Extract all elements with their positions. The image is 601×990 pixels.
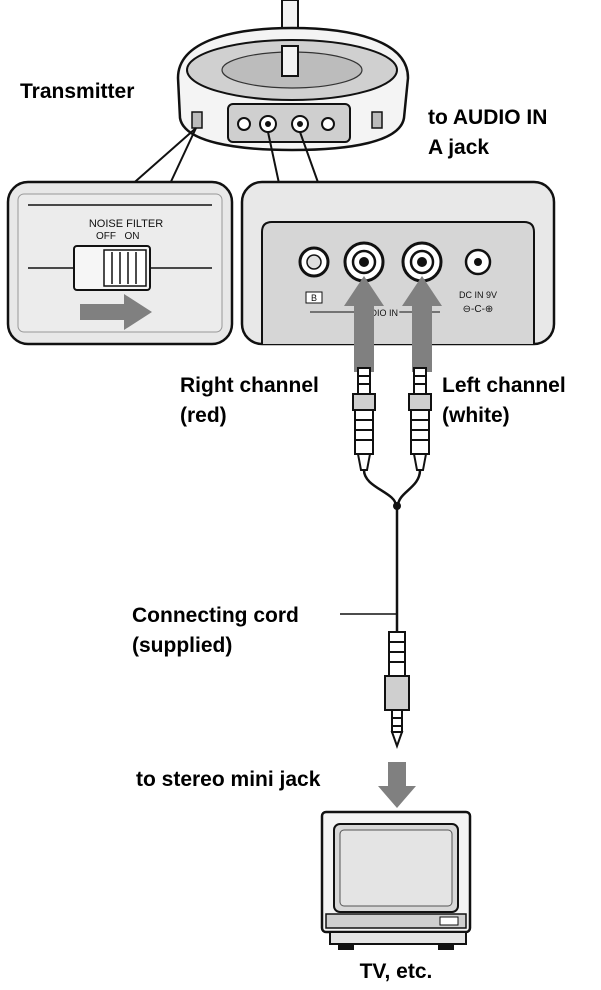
rca-plug-right [352, 367, 376, 471]
connecting-cord-label-line2: (supplied) [132, 634, 232, 657]
insert-right-arrow-icon [344, 276, 384, 372]
jack-b-label: B [311, 293, 317, 303]
audio-in-panel: B A AUDIO IN DC IN 9V ⊖-C-⊕ [240, 180, 556, 346]
tv [320, 810, 472, 950]
noise-filter-off-label: OFF [96, 231, 116, 242]
rca-plug-left [408, 367, 432, 471]
connecting-cord [362, 469, 422, 632]
insert-arrows [344, 276, 442, 372]
audio-in-label-line2: A jack [428, 136, 489, 159]
stereo-mini-jack-label: to stereo mini jack [136, 768, 321, 791]
noise-filter-on-label: ON [125, 231, 140, 242]
transmitter [176, 0, 410, 152]
transmitter-jack-panel [227, 103, 351, 143]
insert-left-arrow-icon [402, 276, 442, 372]
transmitter-label: Transmitter [20, 80, 134, 103]
slide-right-arrow-icon [80, 294, 152, 330]
left-channel-label-line1: Left channel [442, 374, 566, 397]
callout-lines [127, 127, 321, 189]
left-channel-label-line2: (white) [442, 404, 510, 427]
noise-filter-label: NOISE FILTER [89, 218, 163, 230]
noise-filter-switch-knob[interactable] [103, 249, 147, 287]
right-channel-label-line2: (red) [180, 404, 227, 427]
noise-filter-panel: NOISE FILTER OFF ON [6, 180, 234, 346]
tv-label: TV, etc. [360, 960, 433, 983]
dc-in-label-line2: ⊖-C-⊕ [463, 304, 494, 315]
insert-down-arrow-icon [378, 762, 416, 808]
right-channel-label-line1: Right channel [180, 374, 319, 397]
stereo-mini-plug [384, 631, 410, 749]
connecting-cord-label-line1: Connecting cord [132, 604, 299, 627]
rca-plugs [352, 367, 432, 471]
audio-in-label-line1: to AUDIO IN [428, 106, 547, 129]
dc-in-label-line1: DC IN 9V [459, 290, 497, 300]
